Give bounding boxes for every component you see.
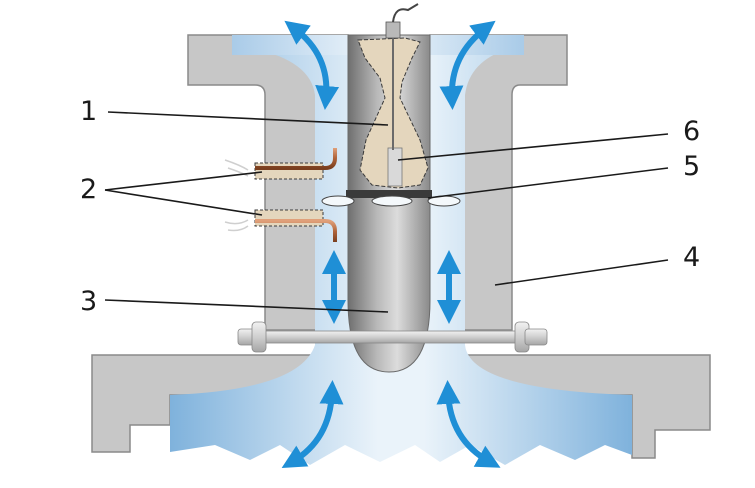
sensor-insulation [357,3,429,189]
callout-2: 2 [80,174,97,205]
callout-1: 1 [80,96,97,127]
callout-6: 6 [683,116,700,147]
heating-coils [224,148,337,242]
callout-4: 4 [683,242,700,273]
support-bolt [237,321,548,353]
lower-coil [224,209,337,242]
double-headed-flow-arrow [284,20,340,110]
double-headed-flow-arrow [436,380,501,468]
callout-labels: 1 2 3 4 5 6 [80,96,700,317]
double-headed-flow-arrow [439,20,496,110]
guide-vanes [321,190,461,207]
callout-5: 5 [683,151,700,182]
upper-coil [224,148,337,180]
double-headed-flow-arrow [281,380,344,469]
flow-arrows [281,20,501,469]
callout-3: 3 [80,286,97,317]
leader-lines [104,111,669,313]
